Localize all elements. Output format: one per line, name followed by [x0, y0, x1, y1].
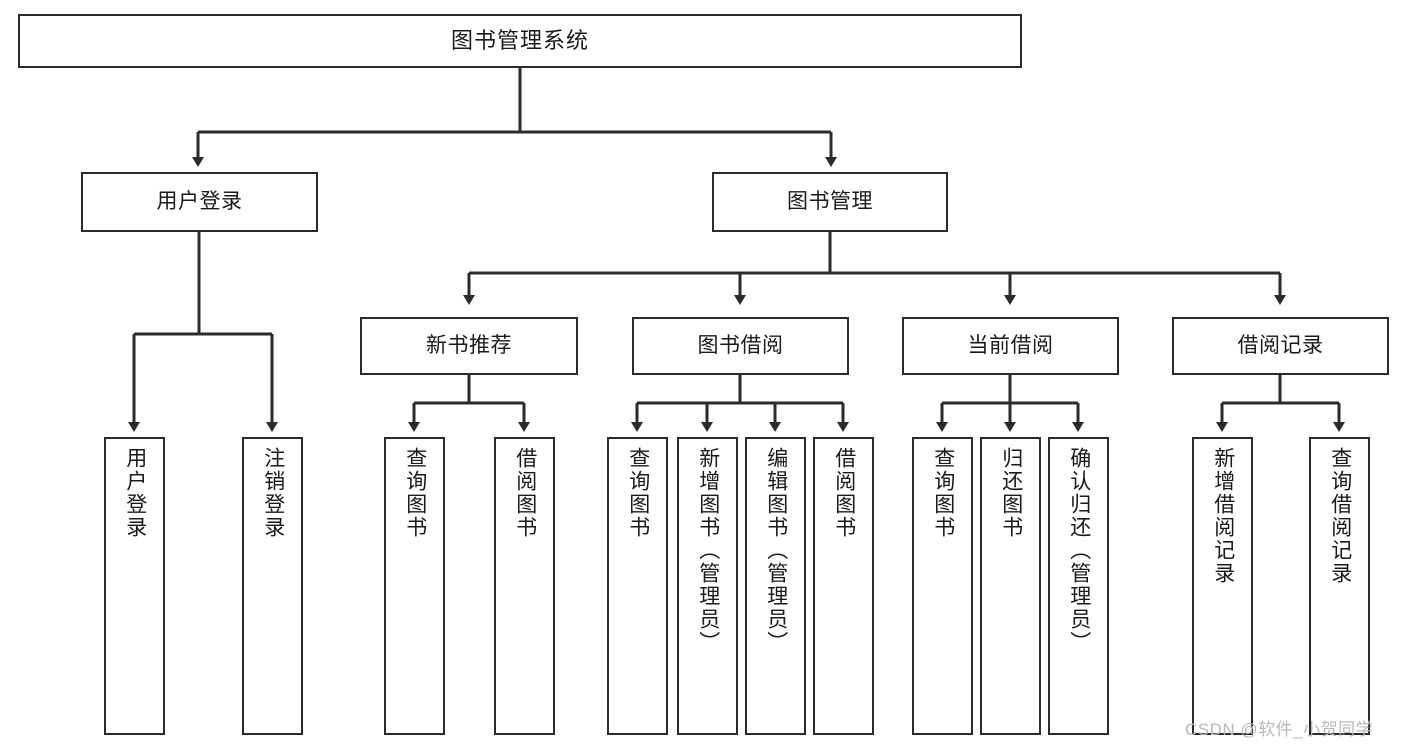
node-label: 查询借阅记录: [1328, 447, 1352, 585]
node-label: 图书借阅: [697, 334, 784, 358]
leaf-book-borrow-edit[interactable]: 编辑图书（管理员）: [745, 437, 806, 735]
leaf-new-book-query[interactable]: 查询图书: [384, 437, 445, 735]
leaf-new-book-borrow[interactable]: 借阅图书: [494, 437, 555, 735]
node-label: 用户登录: [156, 190, 243, 214]
node-label: 确认归还（管理员）: [1067, 447, 1091, 654]
node-label: 借阅记录: [1237, 334, 1324, 358]
leaf-book-borrow-query[interactable]: 查询图书: [607, 437, 668, 735]
node-book-borrow[interactable]: 图书借阅: [632, 317, 849, 375]
leaf-borrow-record-query[interactable]: 查询借阅记录: [1309, 437, 1370, 735]
leaf-user-login-login[interactable]: 用户登录: [104, 437, 165, 735]
node-current-borrow[interactable]: 当前借阅: [902, 317, 1119, 375]
node-borrow-record[interactable]: 借阅记录: [1172, 317, 1389, 375]
leaf-current-borrow-return[interactable]: 归还图书: [980, 437, 1041, 735]
leaf-book-borrow-borrow[interactable]: 借阅图书: [813, 437, 874, 735]
node-label: 归还图书: [999, 447, 1023, 539]
leaf-current-borrow-query[interactable]: 查询图书: [912, 437, 973, 735]
node-book-management[interactable]: 图书管理: [712, 172, 948, 232]
node-label: 编辑图书（管理员）: [764, 447, 788, 654]
node-label: 查询图书: [931, 447, 955, 539]
node-user-login[interactable]: 用户登录: [81, 172, 318, 232]
node-label: 用户登录: [123, 447, 147, 539]
node-label: 当前借阅: [967, 334, 1054, 358]
node-label: 查询图书: [403, 447, 427, 539]
node-label: 新增图书（管理员）: [696, 447, 720, 654]
node-label: 图书管理系统: [450, 27, 589, 53]
node-label: 借阅图书: [832, 447, 856, 539]
watermark-text: CSDN @软件_小贺同学: [1185, 720, 1374, 739]
leaf-user-login-logout[interactable]: 注销登录: [242, 437, 303, 735]
node-label: 查询图书: [626, 447, 650, 539]
node-label: 注销登录: [261, 447, 285, 539]
node-root-system[interactable]: 图书管理系统: [18, 14, 1022, 68]
node-label: 新增借阅记录: [1211, 447, 1235, 585]
node-label: 图书管理: [787, 190, 873, 214]
node-new-book-recommend[interactable]: 新书推荐: [360, 317, 578, 375]
leaf-borrow-record-add[interactable]: 新增借阅记录: [1192, 437, 1253, 735]
leaf-book-borrow-add[interactable]: 新增图书（管理员）: [677, 437, 738, 735]
node-label: 新书推荐: [426, 334, 512, 358]
leaf-current-borrow-confirm-return[interactable]: 确认归还（管理员）: [1048, 437, 1109, 735]
node-label: 借阅图书: [513, 447, 537, 539]
